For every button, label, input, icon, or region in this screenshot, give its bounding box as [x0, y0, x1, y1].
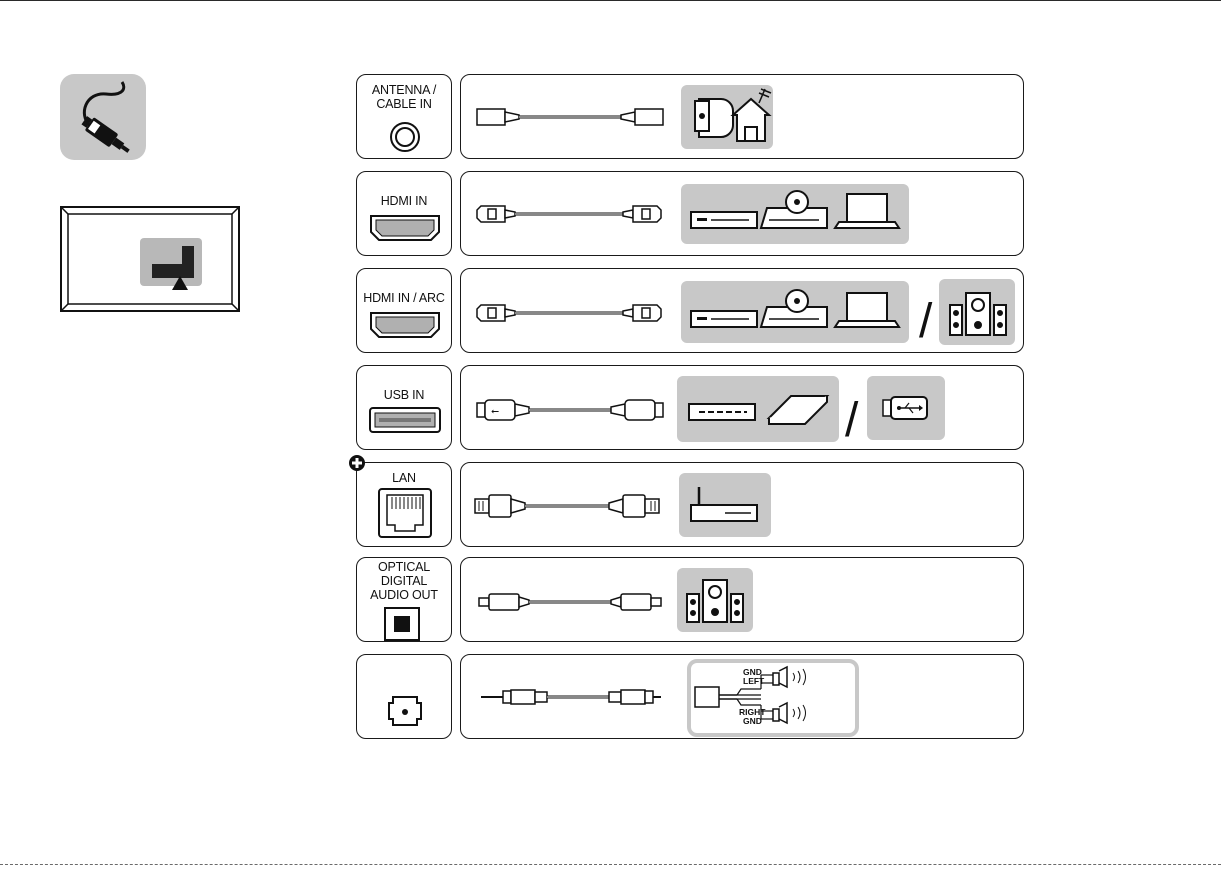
coax-port-icon: [357, 75, 453, 160]
bottom-cut-line: [0, 864, 1221, 865]
hdmi-cable-icon: [477, 206, 661, 222]
panel-optical: [460, 557, 1024, 642]
tv-back-panel: [60, 206, 240, 312]
row-audio-jack: GND LEFT RIGHT GND: [356, 654, 1024, 741]
plus-circle-icon: [348, 454, 366, 472]
optical-cable-icon: [479, 594, 661, 610]
ethernet-port-icon: [357, 463, 453, 548]
panel-hdmi-arc: /: [460, 268, 1024, 353]
row-optical: OPTICAL DIGITAL AUDIO OUT: [356, 557, 1024, 644]
row-usb: USB IN ⭠: [356, 365, 1024, 452]
cable-plug-icon: [60, 74, 146, 160]
panel-audio-jack: GND LEFT RIGHT GND: [460, 654, 1024, 739]
hdmi-arc-port-icon: [357, 269, 453, 354]
svg-text:⭠: ⭠: [491, 406, 499, 417]
wire-label-gnd-bottom: GND: [743, 716, 762, 726]
row-lan: LAN: [356, 462, 1024, 549]
ethernet-cable-icon: [475, 495, 659, 517]
port-audio-jack: [356, 654, 452, 739]
panel-antenna: [460, 74, 1024, 159]
audio-jack-port-icon: [357, 655, 453, 740]
hard-drive-icon: [689, 404, 755, 420]
cable-badge: [60, 74, 146, 160]
usb-stick-icon: [883, 397, 927, 419]
wire-label-left: LEFT: [743, 676, 765, 686]
panel-usb: ⭠ /: [460, 365, 1024, 450]
separator-slash: /: [845, 394, 859, 447]
panel-lan: [460, 462, 1024, 547]
port-optical: OPTICAL DIGITAL AUDIO OUT: [356, 557, 452, 642]
usb-port-icon: [357, 366, 453, 451]
top-border: [0, 0, 1221, 1]
separator-slash: /: [919, 295, 933, 348]
usb-cable-icon: ⭠: [477, 400, 663, 420]
port-usb: USB IN: [356, 365, 452, 450]
port-hdmi-arc: HDMI IN / ARC: [356, 268, 452, 353]
port-lan: LAN: [356, 462, 452, 547]
port-antenna: ANTENNA / CABLE IN: [356, 74, 452, 159]
panel-hdmi: [460, 171, 1024, 256]
row-antenna: ANTENNA / CABLE IN: [356, 74, 1024, 161]
set-top-box-icon: [691, 212, 757, 228]
coax-cable-icon: [477, 109, 663, 125]
set-top-box-icon: [691, 311, 757, 327]
hdmi-cable-icon: [477, 305, 661, 321]
row-hdmi-arc: HDMI IN / ARC: [356, 268, 1024, 355]
audio-cable-icon: [481, 690, 661, 704]
antenna-wall-icon: [695, 99, 733, 137]
port-hdmi: HDMI IN: [356, 171, 452, 256]
row-hdmi: HDMI IN: [356, 171, 1024, 258]
optical-port-icon: [357, 558, 453, 643]
hdmi-port-icon: [357, 172, 453, 257]
